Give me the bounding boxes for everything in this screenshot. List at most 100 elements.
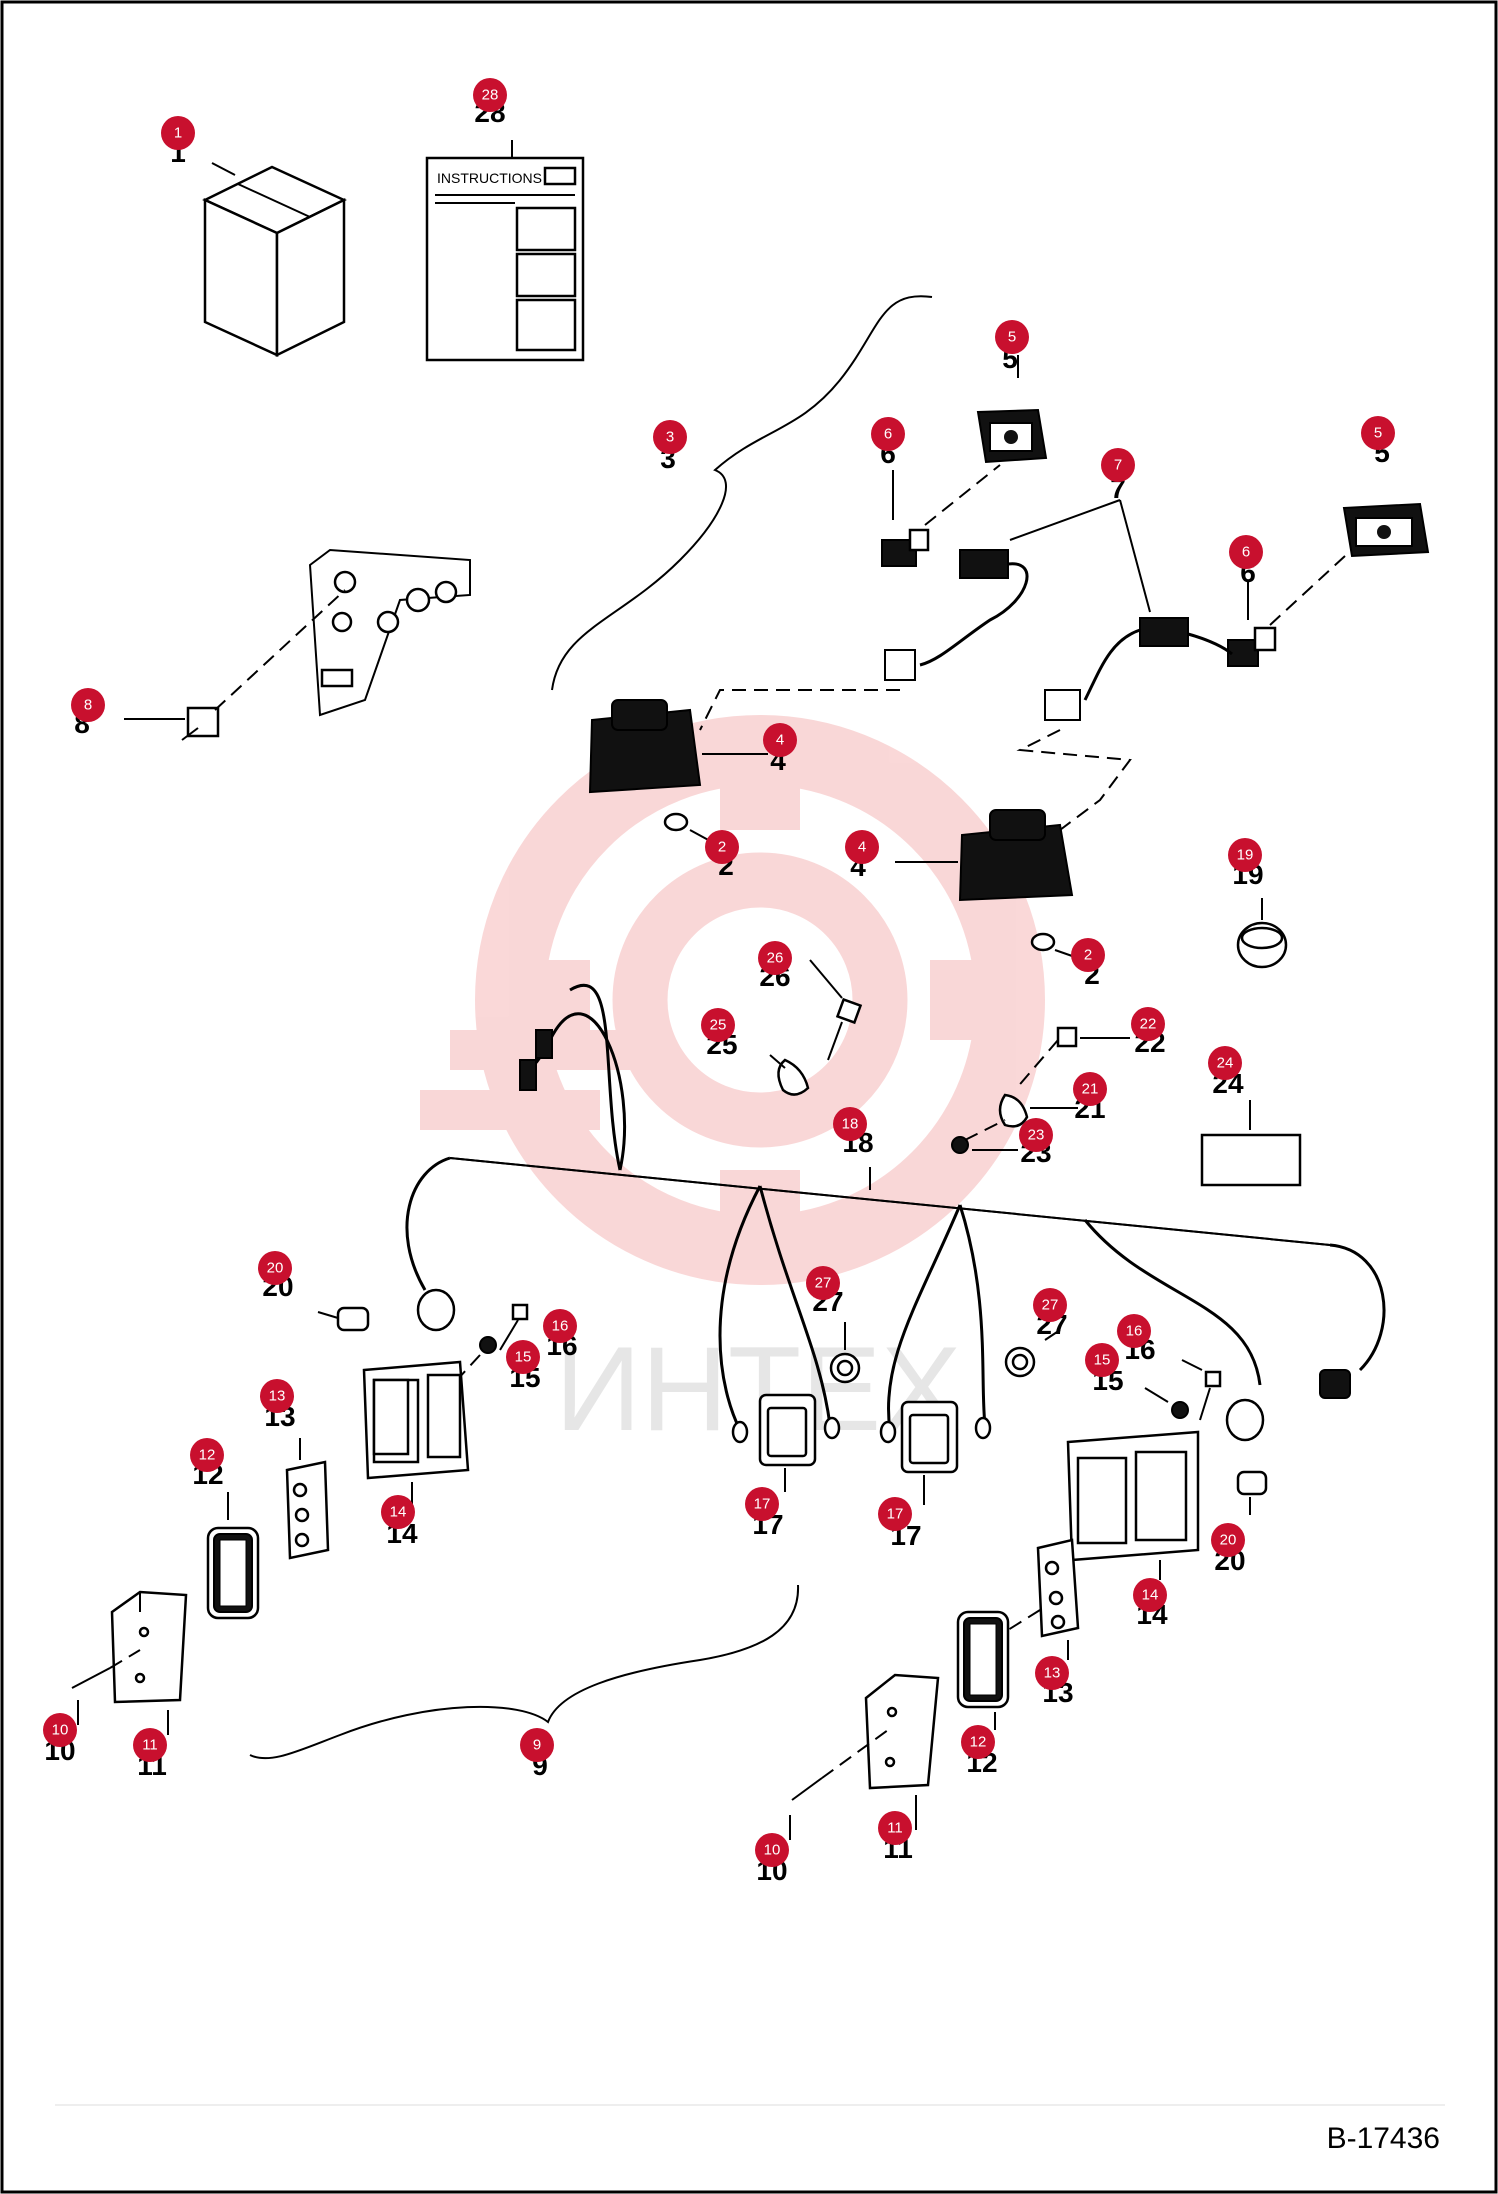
callout-item-6: 66 [871, 417, 905, 469]
part-20-bulb-left [317, 1306, 370, 1332]
part-12-gasket-right [956, 1610, 1010, 1730]
callout-number: 5 [1374, 425, 1382, 442]
part-17-lamp-right [879, 1400, 992, 1505]
callout-number: 9 [533, 1737, 541, 1754]
callout-balloon [1131, 1007, 1165, 1041]
callout-balloon [1228, 838, 1262, 872]
callout-balloon [1361, 416, 1395, 450]
callout-item-6: 66 [1229, 535, 1263, 588]
callout-number: 22 [1140, 1016, 1157, 1033]
part-25-clip [769, 1054, 810, 1096]
callout-number: 17 [887, 1506, 904, 1523]
callout-number: 17 [754, 1496, 771, 1513]
callout-item-2: 22 [1071, 938, 1105, 990]
callout-number: 10 [52, 1722, 69, 1739]
part-6-socket-right [1227, 555, 1346, 667]
callout-number: 1 [174, 125, 182, 142]
callout-balloon [260, 1379, 294, 1413]
callout-number: 16 [1126, 1323, 1143, 1340]
callout-balloon [871, 417, 905, 451]
callout-item-1: 11 [161, 116, 195, 168]
callout-balloon [1101, 448, 1135, 482]
callout-balloon [1019, 1118, 1053, 1152]
callout-number: 20 [1220, 1532, 1237, 1549]
callout-balloon [1229, 535, 1263, 569]
part-14-housing-left [362, 1360, 470, 1505]
callout-number: 8 [84, 697, 92, 714]
part-28-instructions: INSTRUCTIONS [425, 140, 585, 362]
callout-balloon [1033, 1288, 1067, 1322]
callout-number: 12 [970, 1734, 987, 1751]
callout-balloon [833, 1107, 867, 1141]
callout-number: 20 [267, 1260, 284, 1277]
callout-number: 16 [552, 1318, 569, 1335]
part-11-lens-right [864, 1673, 940, 1830]
callout-balloon [1071, 938, 1105, 972]
callout-balloon [653, 420, 687, 454]
part-5-lamp-right [1342, 502, 1430, 558]
part-2-bulb-left [663, 812, 713, 843]
callout-number: 28 [482, 87, 499, 104]
callout-number: 4 [858, 839, 866, 856]
instructions-label: INSTRUCTIONS [437, 170, 542, 186]
callout-balloon [190, 1438, 224, 1472]
callout-balloon [705, 830, 739, 864]
callout-balloon [543, 1309, 577, 1343]
callout-number: 24 [1217, 1055, 1234, 1072]
drawing-number: B-17436 [1326, 2122, 1440, 2155]
callout-balloon [878, 1811, 912, 1845]
callout-item-5: 55 [995, 320, 1029, 374]
part-17-lamp-left [731, 1393, 841, 1492]
callout-number: 13 [1044, 1665, 1061, 1682]
callout-balloon [845, 830, 879, 864]
callout-balloon [161, 116, 195, 150]
callout-balloon [1085, 1343, 1119, 1377]
callout-balloon [878, 1497, 912, 1531]
part-4-housing-left [588, 699, 768, 794]
part-24-decal [1200, 1100, 1302, 1187]
part-8-bracket [124, 548, 471, 741]
callout-number: 2 [718, 839, 726, 856]
part-15-washer-right [1144, 1387, 1189, 1419]
part-1-box [202, 162, 347, 358]
part-21-clip [998, 1093, 1078, 1128]
callout-item-4: 44 [763, 723, 797, 776]
callout-number: 12 [199, 1447, 216, 1464]
callout-balloon [763, 723, 797, 757]
part-22-screw [1014, 1026, 1130, 1091]
callout-item-2: 22 [705, 830, 739, 881]
part-14-housing-right [1066, 1430, 1200, 1580]
part-10-screw-left [71, 1649, 141, 1725]
callout-balloon [755, 1833, 789, 1867]
callout-number: 11 [142, 1737, 158, 1754]
callout-balloon [258, 1251, 292, 1285]
callout-number: 5 [1008, 329, 1016, 346]
callout-number: 21 [1082, 1081, 1099, 1098]
callout-number: 26 [767, 950, 784, 967]
callout-balloon [43, 1713, 77, 1747]
part-19-cap [1236, 898, 1288, 969]
callout-balloon [1208, 1046, 1242, 1080]
callout-number: 11 [887, 1820, 903, 1837]
callout-number: 19 [1237, 847, 1254, 864]
callout-number: 23 [1028, 1127, 1045, 1144]
callout-balloon [506, 1340, 540, 1374]
callout-number: 25 [710, 1017, 727, 1034]
part-4-housing-right [895, 809, 1074, 902]
callout-number: 13 [269, 1388, 286, 1405]
